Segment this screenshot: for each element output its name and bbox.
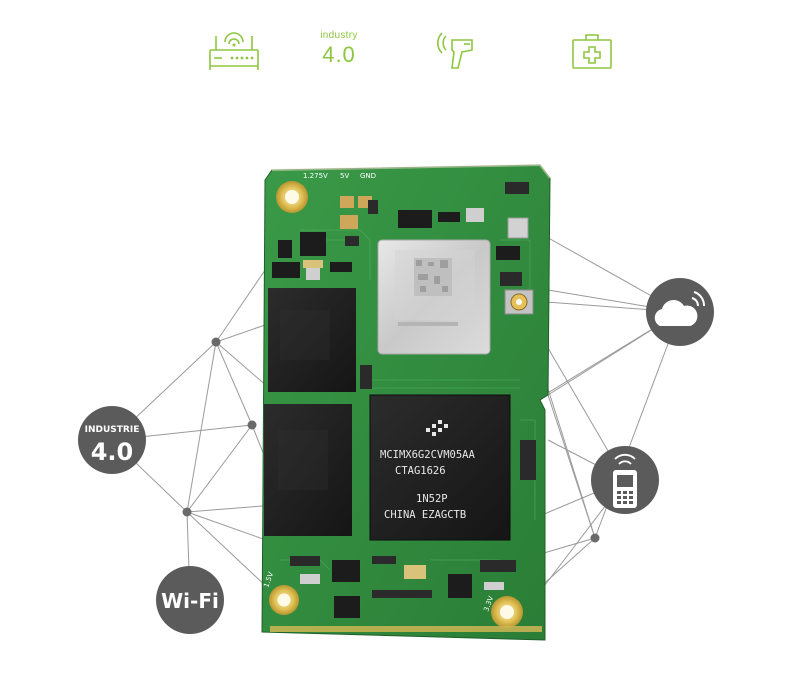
cpu-lot-line: 1N52P	[416, 493, 448, 505]
router-icon	[208, 30, 260, 74]
bottom-components	[290, 365, 536, 618]
cloud-badge	[646, 278, 714, 346]
industry-small-label: industry	[320, 30, 358, 41]
mobile-phone-icon	[613, 453, 637, 508]
mounting-hole-bottom-right	[491, 596, 523, 628]
mobile-badge	[591, 446, 659, 514]
pin-label-1275v: 1.275V	[303, 172, 328, 180]
pin-label-5v: 5V	[340, 172, 349, 180]
cpu-part-number: MCIMX6G2CVM05AA	[380, 449, 476, 461]
freescale-logo	[426, 420, 448, 436]
medical-kit-icon	[570, 30, 614, 74]
wifi-badge: Wi-Fi	[156, 566, 224, 634]
network-nodes	[182, 337, 600, 543]
mounting-hole-bottom-left	[269, 585, 299, 615]
mounting-hole-top-left	[276, 181, 308, 213]
barcode-scanner-icon	[436, 30, 480, 74]
antenna-connector	[504, 289, 534, 315]
industrie-badge-big: 4.0	[91, 438, 134, 466]
cloud-icon	[654, 291, 705, 326]
industry-icon: industry 4.0	[316, 30, 362, 74]
top-components	[272, 182, 529, 286]
industrie-badge-small: INDUSTRIE	[85, 425, 140, 435]
cpu-code-line: CTAG1626	[395, 465, 446, 477]
cpu-chip: MCIMX6G2CVM05AA CTAG1626 1N52P CHINA EZA…	[369, 394, 511, 541]
ram-chip-bottom	[264, 404, 352, 536]
pcb-board: 1.275V 5V GND 1.5V 3.3V	[261, 163, 551, 641]
wifi-badge-label: Wi-Fi	[161, 589, 219, 613]
pin-label-gnd: GND	[360, 172, 376, 180]
industrie-40-badge: INDUSTRIE 4.0	[78, 406, 146, 474]
edge-contacts	[270, 626, 542, 632]
cpu-origin-line: CHINA EZAGCTB	[384, 509, 466, 521]
industry-big-label: 4.0	[322, 42, 356, 67]
ram-chip-top	[268, 288, 356, 392]
wifi-module-shield	[377, 239, 491, 355]
